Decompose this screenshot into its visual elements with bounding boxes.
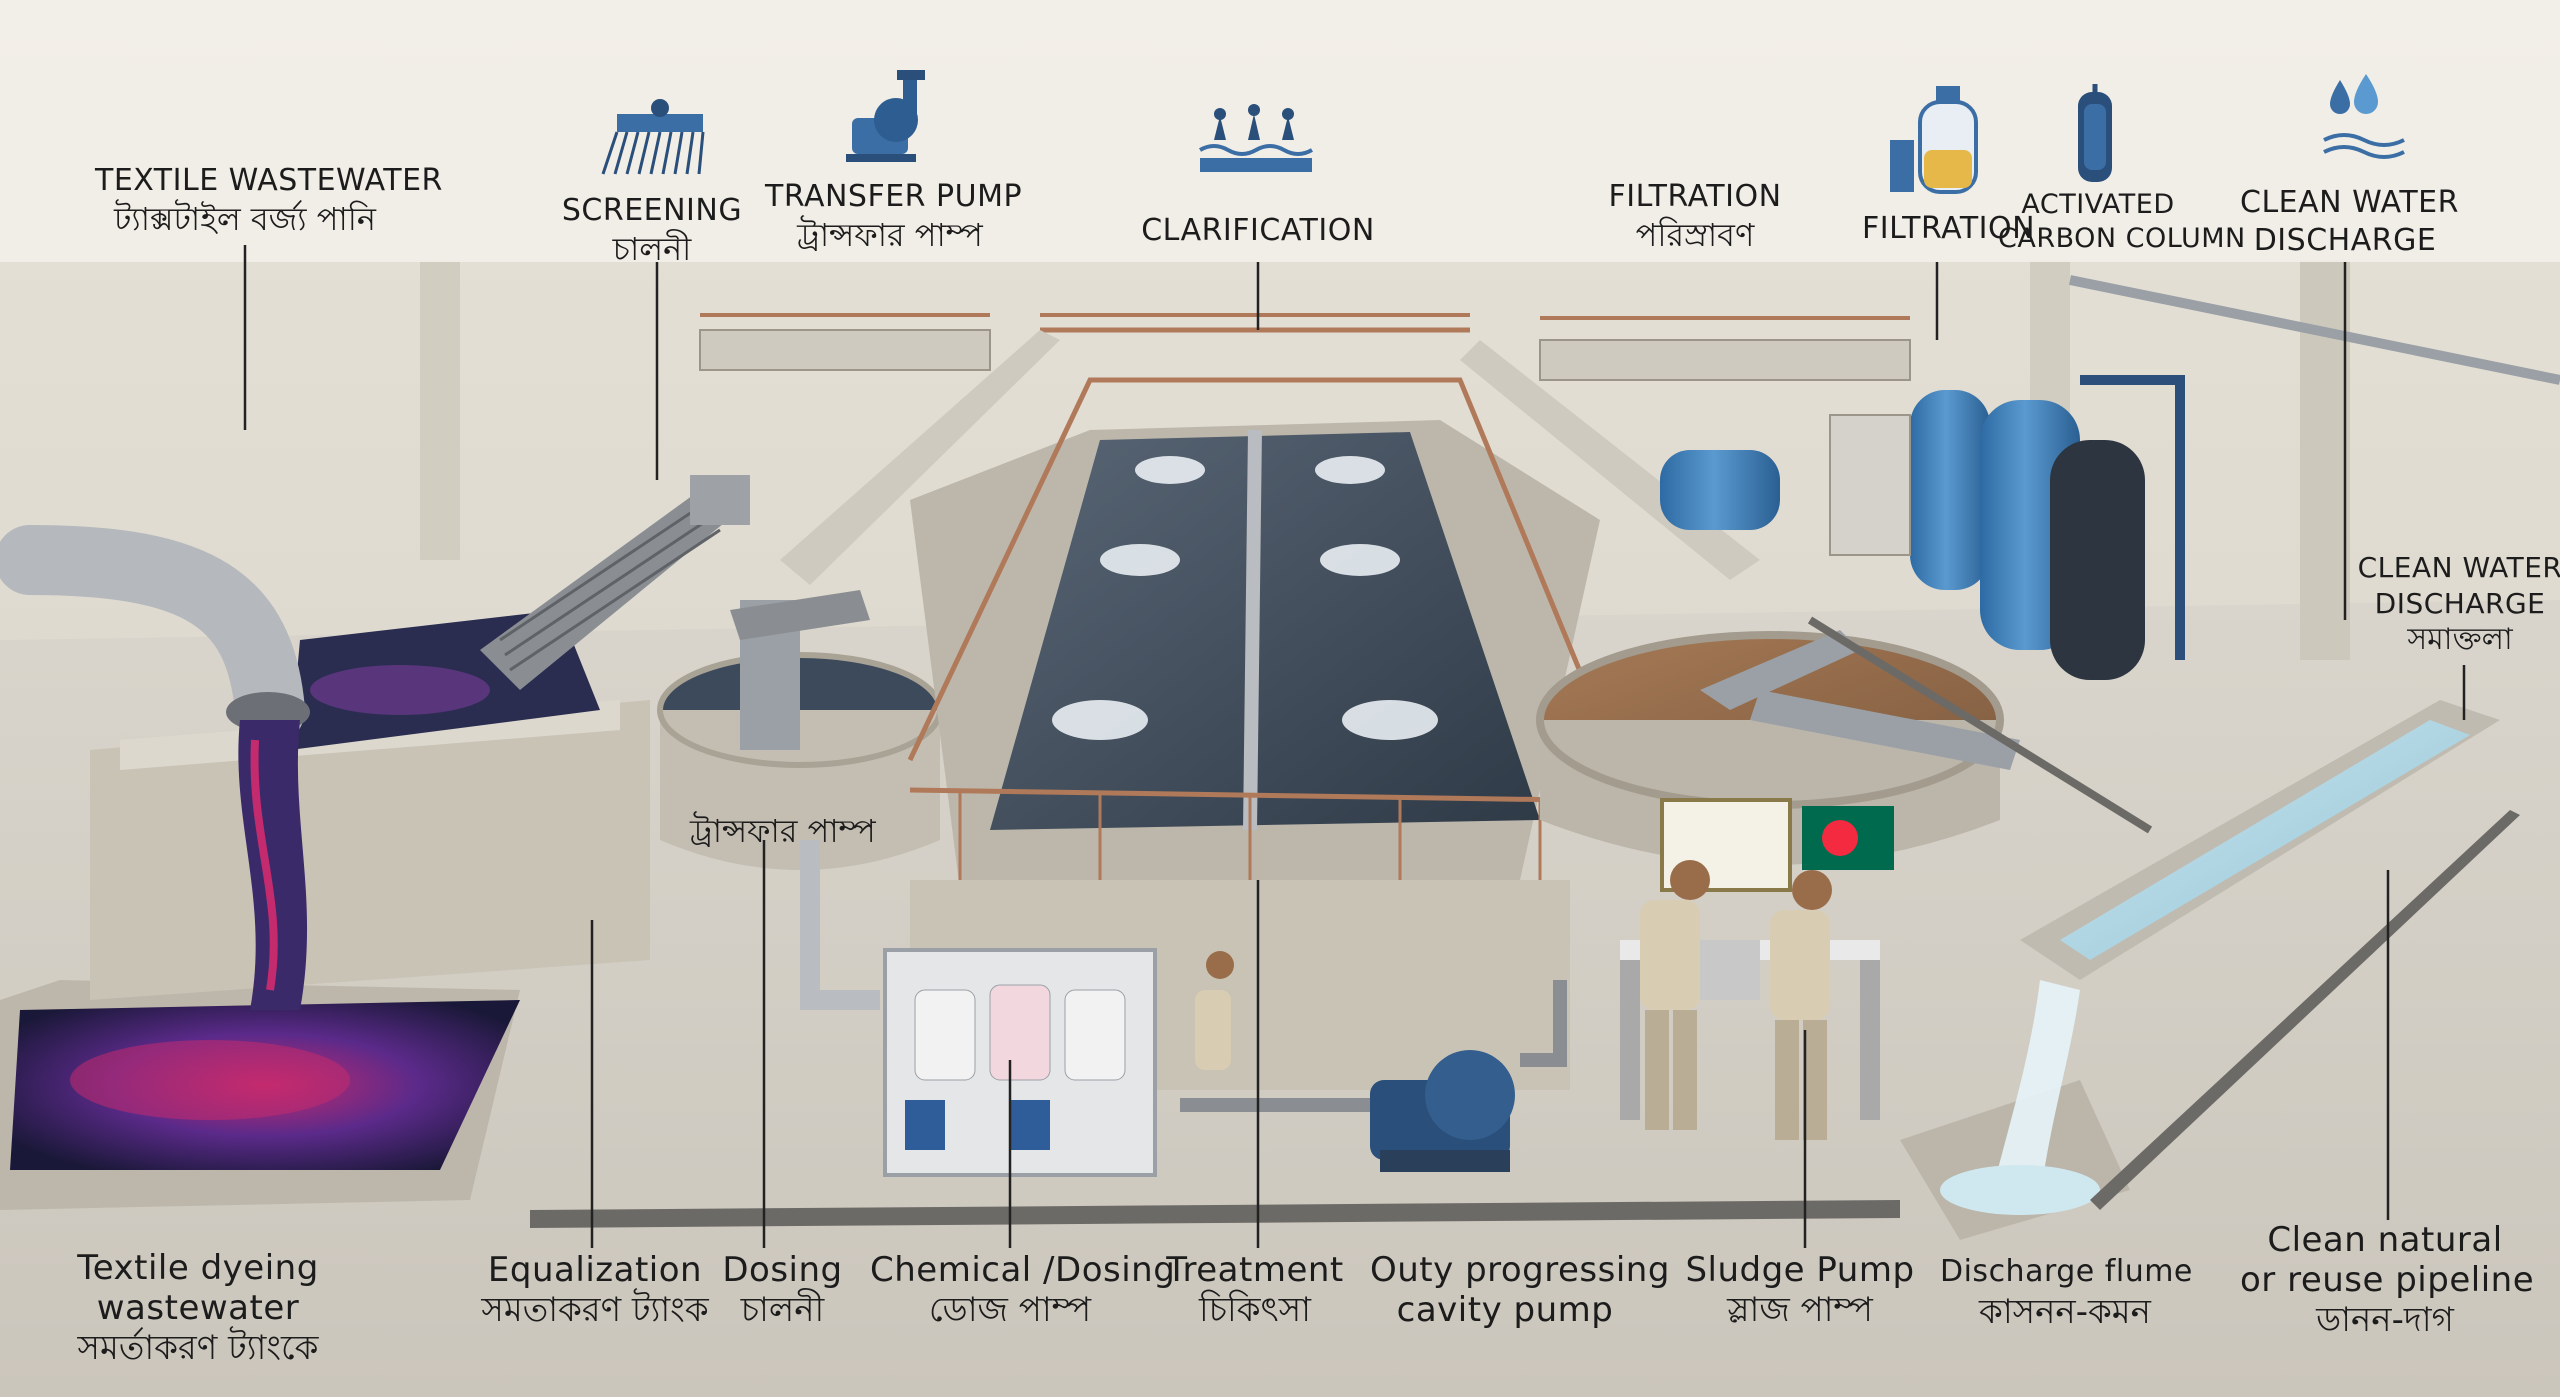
label-sludge-pump: Sludge Pump স্লাজ পাম্প — [1680, 1250, 1920, 1330]
label-filtration-main: FILTRATION পরিস্রাবণ — [1600, 178, 1790, 254]
label-clean-water-top: CLEAN WATER DISCHARGE — [2240, 184, 2459, 260]
label-dosing-en: Dosing — [722, 1250, 843, 1290]
label-dosing: Dosing চালনী — [705, 1250, 860, 1330]
label-clean-water-right-bn: সমাক্তলা — [2407, 622, 2513, 657]
label-chemical-dosing-en: Chemical /Dosing — [870, 1250, 1176, 1290]
label-discharge-flume-en: Discharge flume — [1940, 1254, 2193, 1289]
label-outy-progressing-line2: cavity pump — [1396, 1290, 1614, 1330]
label-treatment-bn: চিকিৎসা — [1198, 1290, 1312, 1330]
label-textile-wastewater: TEXTILE WASTEWATER ট্যাক্সটাইল বর্জ্য পা… — [95, 162, 443, 238]
label-outy-progressing-line1: Outy progressing — [1370, 1250, 1670, 1290]
label-chemical-dosing: Chemical /Dosing ডোজ পাম্প — [870, 1250, 1176, 1330]
label-screening-en: SCREENING — [561, 193, 743, 228]
label-discharge-flume: Discharge flume কাসনন-কমন — [1940, 1252, 2193, 1332]
label-textile-dyeing-line1: Textile dyeing — [77, 1248, 319, 1288]
label-chemical-dosing-bn: ডোজ পাম্প — [928, 1290, 1092, 1330]
label-equalization: Equalization সমতাকরণ ট্যাংক — [470, 1250, 720, 1330]
label-equalization-bn: সমতাকরণ ট্যাংক — [481, 1290, 709, 1330]
label-treatment-en: Treatment — [1166, 1250, 1344, 1290]
label-sludge-pump-bn: স্লাজ পাম্প — [1727, 1290, 1873, 1330]
label-clean-natural-line2: or reuse pipeline — [2240, 1260, 2535, 1300]
water-drops-icon — [2323, 74, 2405, 159]
label-clean-water-top-line2: DISCHARGE — [2253, 223, 2437, 258]
label-filtration-main-bn: পরিস্রাবণ — [1635, 216, 1755, 254]
label-textile-dyeing: Textile dyeing wastewater সমর্তাকরণ ট্যা… — [48, 1248, 348, 1368]
screen-rake-icon — [601, 99, 705, 175]
label-activated-carbon-line1: ACTIVATED — [2021, 189, 2175, 220]
label-outy-progressing: Outy progressing cavity pump — [1370, 1250, 1670, 1330]
label-clarification: CLARIFICATION — [1138, 212, 1378, 250]
carbon-column-icon — [2078, 84, 2112, 182]
filter-vessel-icon — [1890, 86, 1978, 194]
label-textile-wastewater-bn: ট্যাক্সটাইল বর্জ্য পানি — [113, 200, 377, 238]
label-equalization-en: Equalization — [487, 1250, 703, 1290]
label-clean-natural-line1: Clean natural — [2267, 1220, 2503, 1260]
label-dosing-bn: চালনী — [740, 1290, 825, 1330]
label-screening: SCREENING চালনী — [552, 192, 752, 268]
label-transfer-pump-bn: ট্রান্সফার পাম্প — [797, 216, 983, 254]
label-clean-water-right-line1: CLEAN WATER — [2357, 551, 2560, 584]
label-transfer-pump-en: TRANSFER PUMP — [765, 179, 1023, 214]
label-activated-carbon: ACTIVATED CARBON COLUMN — [1998, 188, 2246, 256]
label-textile-wastewater-en: TEXTILE WASTEWATER — [95, 163, 443, 198]
header-band — [0, 0, 2560, 262]
label-transfer-pump: TRANSFER PUMP ট্রান্সফার পাম্প — [765, 178, 1023, 254]
label-filtration-small: FILTRATION — [1862, 210, 2036, 248]
label-clarification-en: CLARIFICATION — [1141, 213, 1375, 248]
label-filtration-small-en: FILTRATION — [1862, 211, 2036, 246]
label-textile-dyeing-bn: সমর্তাকরণ ট্যাংকে — [77, 1328, 319, 1368]
label-clean-water-right: CLEAN WATER DISCHARGE সমাক্তলা — [2355, 550, 2560, 658]
label-clean-natural-bn: ডানন-দাগ — [2316, 1300, 2454, 1340]
pump-icon — [846, 70, 925, 162]
label-clean-natural: Clean natural or reuse pipeline ডানন-দাগ — [2240, 1220, 2535, 1340]
label-transfer-pump-inline: ট্রান্সফার পাম্প — [690, 812, 876, 850]
label-sludge-pump-en: Sludge Pump — [1685, 1250, 1915, 1290]
clarifier-icon — [1199, 104, 1313, 172]
label-textile-dyeing-line2: wastewater — [96, 1288, 300, 1328]
label-discharge-flume-bn: কাসনন-কমন — [1979, 1292, 2151, 1332]
label-clean-water-top-line1: CLEAN WATER — [2240, 185, 2459, 220]
label-activated-carbon-line2: CARBON COLUMN — [1998, 223, 2246, 254]
header-icons — [243, 70, 2405, 262]
label-clean-water-right-line2: DISCHARGE — [2374, 587, 2546, 620]
label-screening-bn: চালনী — [612, 230, 692, 268]
label-treatment: Treatment চিকিৎসা — [1160, 1250, 1350, 1330]
label-filtration-main-en: FILTRATION — [1608, 179, 1782, 214]
